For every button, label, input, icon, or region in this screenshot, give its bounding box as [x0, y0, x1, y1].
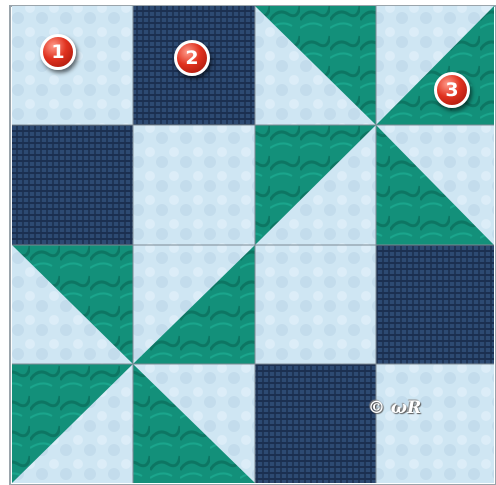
- square-r2c1-navy: [12, 125, 133, 245]
- square-r4c4-light: [376, 364, 494, 483]
- square-r4c3-navy: [255, 364, 376, 483]
- square-r3c4-navy: [376, 245, 494, 364]
- copyright-signature: © ωR: [368, 398, 421, 418]
- badge-2: 2: [174, 40, 210, 76]
- square-r3c3-light: [255, 245, 376, 364]
- square-r1c1-light: [12, 6, 133, 125]
- badge-3: 3: [434, 72, 470, 108]
- square-r2c2-light: [133, 125, 255, 245]
- badge-1: 1: [40, 34, 76, 70]
